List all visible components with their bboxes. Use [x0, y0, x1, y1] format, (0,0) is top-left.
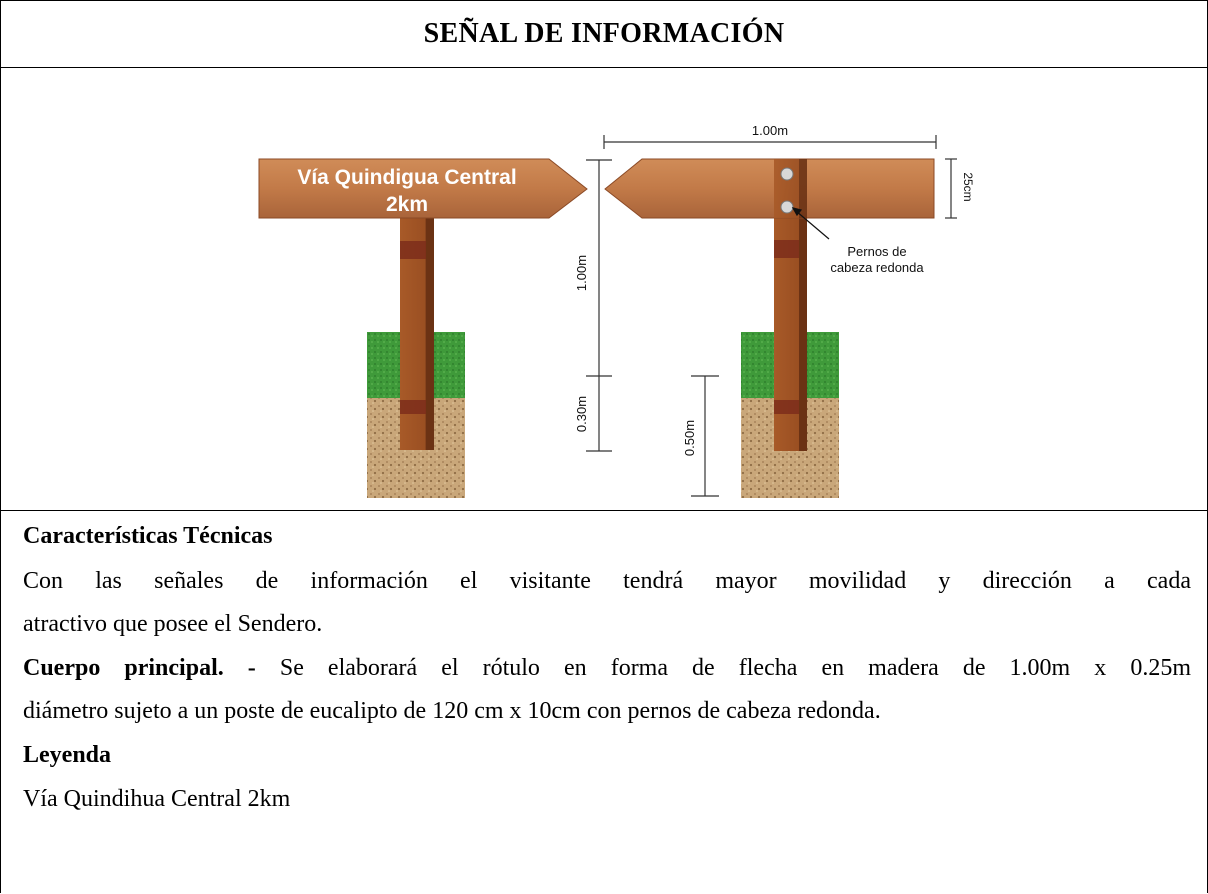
paragraph-line: diámetro sujeto a un poste de eucalipto …	[23, 698, 881, 724]
bolt-arrow-icon	[791, 207, 830, 240]
heading-cuerpo-principal: Cuerpo principal. -	[23, 655, 256, 681]
dim-post-buried-label: 0.30m	[574, 396, 589, 432]
bolt-icon	[780, 167, 794, 181]
heading-caracteristicas: Características Técnicas	[23, 523, 273, 549]
left-arrow-board	[258, 158, 588, 219]
left-post-band	[400, 241, 426, 259]
page-title: SEÑAL DE INFORMACIÓN	[423, 18, 785, 49]
cuerpo-principal-line1: Cuerpo principal. - Se elaborará el rótu…	[23, 655, 1191, 682]
title-cell: SEÑAL DE INFORMACIÓN	[1, 1, 1207, 68]
paragraph-line: Con las señales de información el visita…	[23, 568, 1191, 594]
vertical-dimension	[586, 159, 612, 452]
base-depth-dimension	[691, 375, 719, 497]
paragraph-text: Se elaborará el rótulo en forma de flech…	[255, 655, 1191, 681]
sign-diagram: Vía Quindigua Central 2km 1.00m 0.30m 0.…	[258, 123, 975, 498]
heading-leyenda: Leyenda	[23, 742, 112, 768]
dim-sign-height-label: 25cm	[961, 172, 975, 201]
dim-width-label: 1.00m	[752, 123, 788, 138]
sign-text-line1: Vía Quindigua Central	[297, 166, 516, 189]
dim-post-above-label: 1.00m	[574, 255, 589, 291]
bolts-label-line2: cabeza redonda	[830, 260, 924, 275]
sign-text-line2: 2km	[386, 193, 428, 216]
dim-base-depth-label: 0.50m	[682, 420, 697, 456]
right-arrow-board	[604, 158, 935, 219]
bolt-icon	[780, 200, 794, 214]
figure-cell: Vía Quindigua Central 2km 1.00m 0.30m 0.…	[1, 68, 1207, 511]
bolts-label-line1: Pernos de	[847, 244, 906, 259]
leyenda-text: Vía Quindihua Central 2km	[23, 786, 291, 812]
sign-height-dimension	[945, 158, 957, 219]
right-post-band-lower	[774, 400, 799, 414]
width-dimension	[603, 135, 937, 149]
left-sign: Vía Quindigua Central 2km	[258, 158, 588, 498]
right-sign: 1.00m Pernos de cabeza redonda	[603, 123, 975, 498]
left-post-band-lower	[400, 400, 426, 414]
right-post-band	[774, 240, 799, 258]
paragraph-line: atractivo que posee el Sendero.	[23, 611, 323, 637]
